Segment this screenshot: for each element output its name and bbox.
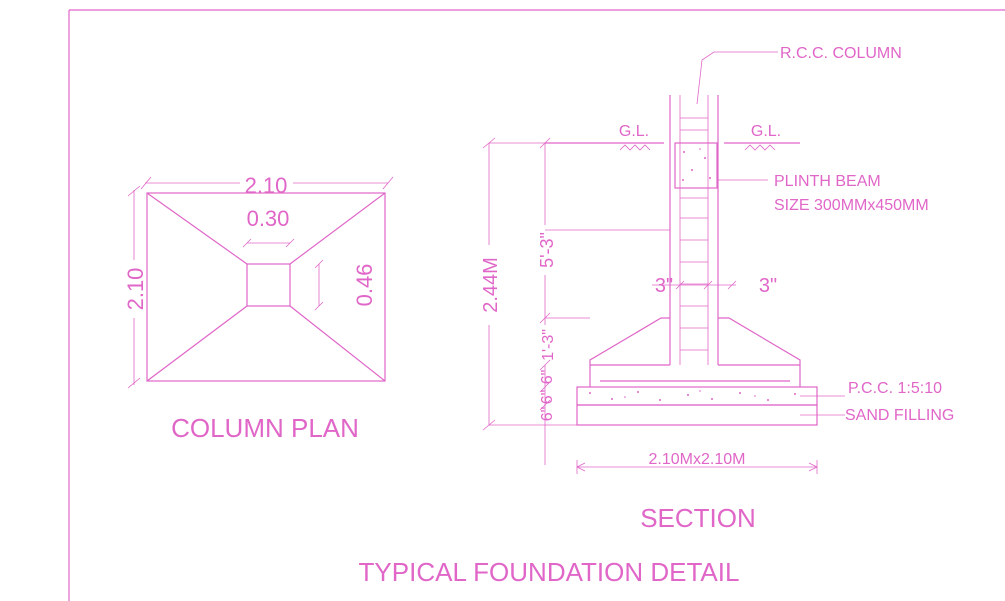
ground-level-lines: G.L. G.L.	[545, 123, 800, 151]
pcc-label: P.C.C. 1:5:10	[848, 380, 942, 397]
plinth-beam	[674, 142, 718, 189]
column-stirrups	[680, 117, 708, 351]
plan-left-dimension: 2.10	[123, 185, 148, 389]
footing-width-dimension: 2.10Mx2.10M	[576, 451, 818, 474]
dim-6-c-label: 6"	[539, 407, 556, 422]
drawing-title: TYPICAL FOUNDATION DETAIL	[359, 557, 740, 587]
dim-6-inch: 6" 6" 6"	[539, 365, 556, 465]
gl-right-label: G.L.	[751, 123, 781, 140]
plan-left-dim-label: 2.10	[123, 268, 148, 311]
footing-outline	[146, 192, 386, 382]
sheet-border	[68, 9, 1005, 601]
dim-6-a-label: 6"	[539, 370, 556, 385]
section-caption: SECTION	[640, 503, 756, 533]
dim-5-3-label: 5'-3"	[537, 232, 557, 268]
plan-col-width-label: 0.30	[247, 206, 290, 231]
plinth-beam-label-1: PLINTH BEAM	[774, 173, 881, 190]
dim-3-inch: 3" 3"	[652, 275, 777, 297]
dim-5-3: 5'-3"	[537, 137, 670, 324]
plan-col-width-dimension: 0.30	[242, 206, 295, 248]
plan-col-depth-dimension: 0.46	[314, 259, 377, 311]
dim-1-3: 1'-3"	[539, 318, 557, 371]
gl-left-label: G.L.	[619, 123, 649, 140]
section-drawing: G.L. G.L. R.C.C. COLUMN PLINTH BEAM SIZE…	[480, 45, 954, 533]
rcc-column-leader: R.C.C. COLUMN	[696, 45, 902, 105]
pcc-layer	[576, 386, 818, 406]
plan-col-depth-label: 0.46	[352, 264, 377, 307]
plan-top-dimension: 2.10	[140, 173, 394, 198]
dim-3-right-label: 3"	[759, 275, 777, 297]
rcc-column-label: R.C.C. COLUMN	[780, 45, 902, 62]
sand-filling-layer	[576, 404, 818, 426]
plinth-beam-leader: PLINTH BEAM SIZE 300MMx450MM	[718, 173, 929, 214]
column-plan: 2.10 2.10 0.30 0.46 COLUMN PLAN	[123, 173, 394, 443]
dim-2-44m-label: 2.44M	[480, 257, 502, 313]
dim-6-b-label: 6"	[539, 390, 556, 405]
column-outline	[246, 263, 291, 307]
plinth-beam-label-2: SIZE 300MMx450MM	[774, 197, 929, 214]
dim-1-3-label: 1'-3"	[540, 329, 557, 361]
footing-dim-label: 2.10Mx2.10M	[649, 451, 746, 468]
dim-2-44m: 2.44M	[480, 137, 577, 431]
dim-3-left-label: 3"	[655, 275, 673, 297]
sand-filling-label: SAND FILLING	[845, 407, 954, 424]
plan-top-dim-label: 2.10	[245, 173, 288, 198]
footing-pedestal	[589, 317, 801, 387]
column-plan-caption: COLUMN PLAN	[171, 413, 359, 443]
